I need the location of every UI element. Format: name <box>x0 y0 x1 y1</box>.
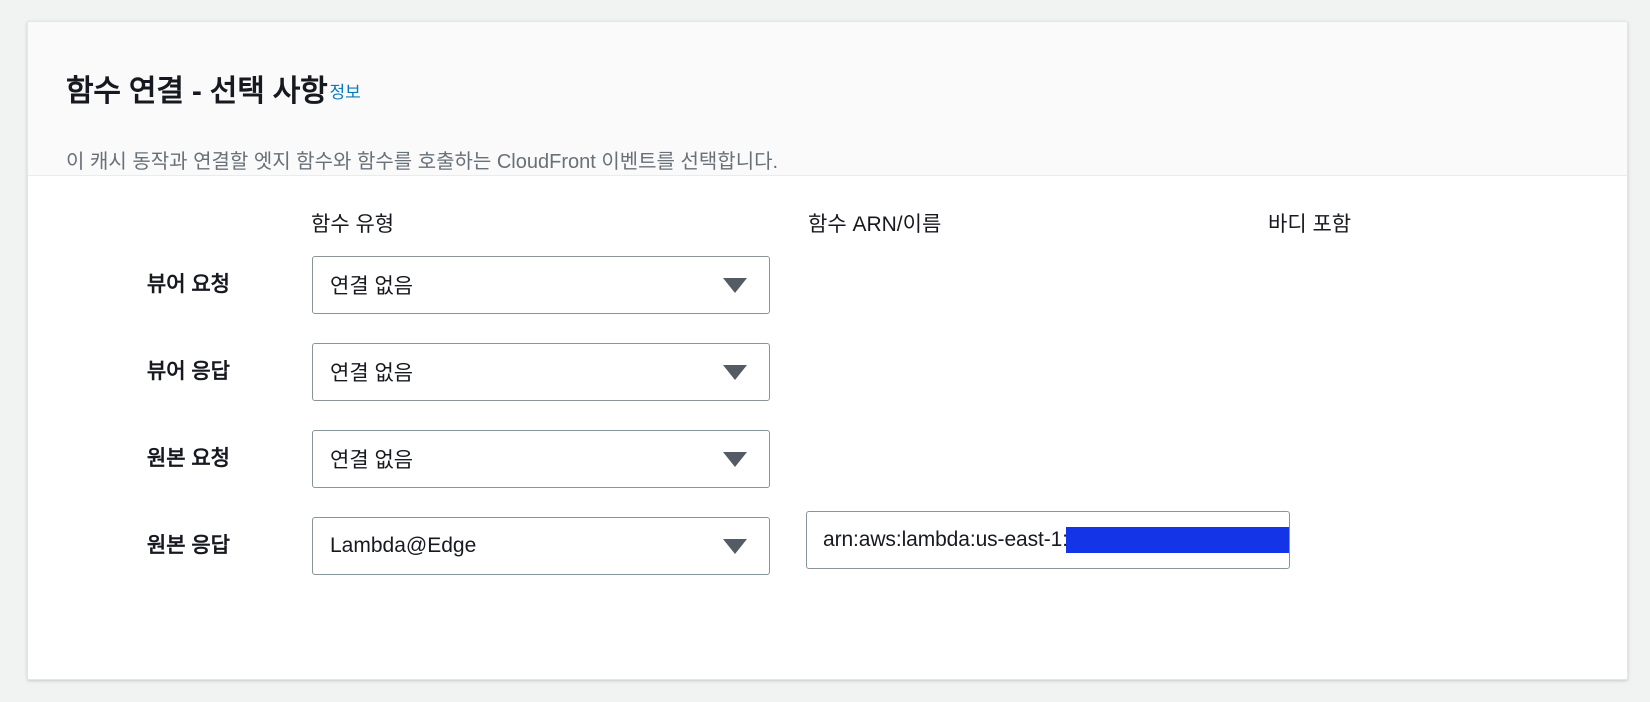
card-title-row: 함수 연결 - 선택 사항 정보 <box>66 54 1627 130</box>
row-label-origin-request: 원본 요청 <box>146 447 230 470</box>
column-header-function-arn-name: 함수 ARN/이름 <box>808 213 942 236</box>
table-row: 원본 요청 연결 없음 <box>28 430 1627 517</box>
table-row: 뷰어 요청 연결 없음 <box>28 256 1627 343</box>
table-row: 뷰어 응답 연결 없음 <box>28 343 1627 430</box>
function-type-select-viewer-response[interactable]: 연결 없음 <box>312 343 770 401</box>
row-label-origin-response: 원본 응답 <box>146 534 230 557</box>
row-label-viewer-request: 뷰어 요청 <box>146 273 230 296</box>
row-label-viewer-response: 뷰어 응답 <box>146 360 230 383</box>
card-header: 함수 연결 - 선택 사항 정보 이 캐시 동작과 연결할 엣지 함수와 함수를… <box>28 22 1627 176</box>
function-associations-card: 함수 연결 - 선택 사항 정보 이 캐시 동작과 연결할 엣지 함수와 함수를… <box>27 21 1628 680</box>
chevron-down-icon <box>723 538 747 554</box>
function-type-select-origin-request[interactable]: 연결 없음 <box>312 430 770 488</box>
function-arn-input-value: arn:aws:lambda:us-east-1: <box>823 528 1068 551</box>
function-arn-input-origin-response[interactable]: arn:aws:lambda:us-east-1: <box>806 511 1290 569</box>
chevron-down-icon <box>723 277 747 293</box>
card-description: 이 캐시 동작과 연결할 엣지 함수와 함수를 호출하는 CloudFront … <box>66 151 779 174</box>
column-header-include-body: 바디 포함 <box>1268 213 1352 236</box>
chevron-down-icon <box>723 364 747 380</box>
info-link[interactable]: 정보 <box>329 83 361 103</box>
function-type-select-value: 연결 없음 <box>330 275 414 298</box>
table-row: 원본 응답 Lambda@Edge arn:aws:lambda:us-east… <box>28 511 1627 604</box>
card-body: 함수 유형 함수 ARN/이름 바디 포함 뷰어 요청 연결 없음 뷰어 응답 <box>28 176 1627 679</box>
function-type-select-origin-response[interactable]: Lambda@Edge <box>312 517 770 575</box>
chevron-down-icon <box>723 451 747 467</box>
association-rows: 뷰어 요청 연결 없음 뷰어 응답 연결 없음 원본 요청 <box>28 256 1627 604</box>
column-header-function-type: 함수 유형 <box>311 213 395 236</box>
redaction-block <box>1065 527 1289 553</box>
function-type-select-value: Lambda@Edge <box>330 534 477 557</box>
function-type-select-value: 연결 없음 <box>330 449 414 472</box>
function-type-select-value: 연결 없음 <box>330 362 414 385</box>
function-type-select-viewer-request[interactable]: 연결 없음 <box>312 256 770 314</box>
column-headers: 함수 유형 함수 ARN/이름 바디 포함 <box>28 176 1627 256</box>
page-title: 함수 연결 - 선택 사항 <box>66 75 328 109</box>
